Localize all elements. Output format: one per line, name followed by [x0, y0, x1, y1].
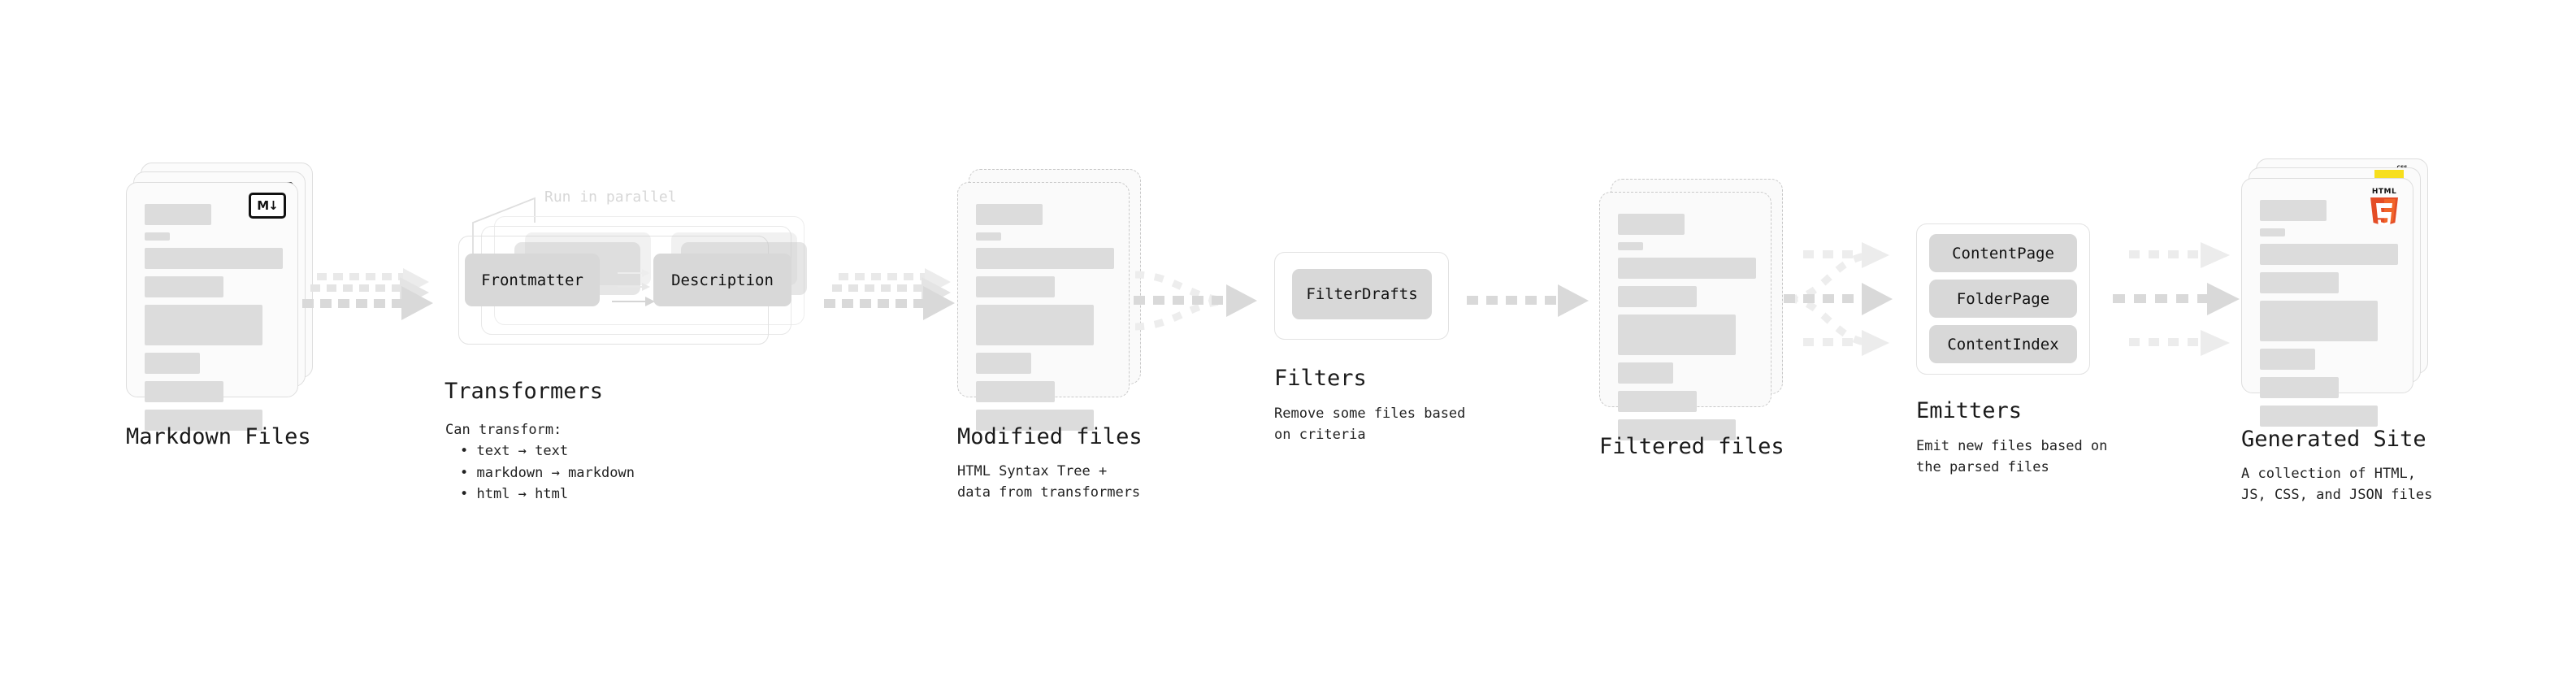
stage-generated-site: CSS HTML	[2241, 158, 2432, 503]
skeleton-bar	[1618, 258, 1756, 279]
skeleton-bar	[1618, 362, 1673, 384]
document-skeleton	[1618, 214, 1756, 440]
skeleton-bar	[145, 276, 223, 297]
transformers-box-stack: Run in parallel Front	[445, 189, 827, 348]
skeleton-bar	[976, 276, 1055, 297]
skeleton-bar	[145, 353, 200, 374]
emitter-pill-contentindex[interactable]: ContentIndex	[1929, 325, 2077, 363]
transformers-bullet: markdown → markdown	[460, 462, 634, 484]
skeleton-bar	[1618, 314, 1736, 355]
skeleton-bar	[145, 410, 262, 431]
parallel-label: Run in parallel	[544, 189, 677, 206]
skeleton-bar	[145, 248, 283, 269]
filters-description: Remove some files based on criteria	[1274, 406, 1466, 443]
conn-emitters-site	[2113, 242, 2240, 356]
markdown-icon: M↓	[249, 193, 286, 219]
document-skeleton	[145, 204, 283, 431]
skeleton-bar	[2260, 349, 2315, 370]
transformers-bullet: text → text	[460, 440, 635, 462]
html5-icon: HTML	[2370, 188, 2398, 227]
skeleton-bar	[2260, 244, 2398, 265]
stage-title-modified-files: Modified files	[957, 424, 1143, 449]
filtered-card-front	[1599, 192, 1772, 440]
stage-modified-files: Modified files HTML Syntax Tree + data f…	[957, 163, 1143, 501]
skeleton-bar	[976, 381, 1055, 402]
stage-emitters: ContentPage FolderPage ContentIndex Emit…	[1916, 223, 2107, 475]
conn-filtered-emitters	[1784, 242, 1893, 356]
skeleton-bar	[145, 305, 262, 345]
svg-text:HTML: HTML	[2372, 188, 2396, 196]
site-card-front: HTML	[2241, 178, 2413, 427]
skeleton-bar	[1618, 286, 1697, 307]
skeleton-bar	[2260, 228, 2285, 236]
skeleton-bar	[145, 232, 170, 241]
site-card-stack: CSS HTML	[2241, 158, 2428, 427]
transformers-intro: Can transform:	[445, 422, 562, 438]
stage-markdown-files: M↓ M↓ M↓	[126, 163, 313, 449]
skeleton-bar	[976, 232, 1001, 241]
stage-title-transformers: Transformers	[445, 379, 604, 404]
stage-title-markdown-files: Markdown Files	[126, 424, 311, 449]
modified-card-front	[957, 182, 1130, 431]
stage-title-emitters: Emitters	[1916, 398, 2023, 423]
stage-title-generated-site: Generated Site	[2241, 427, 2426, 452]
skeleton-bar	[1618, 242, 1643, 250]
document-skeleton	[976, 204, 1114, 431]
conn-transformers-modified	[824, 268, 955, 320]
transformer-pill-description[interactable]: Description	[653, 254, 791, 306]
skeleton-bar	[976, 248, 1114, 269]
emitters-box: ContentPage FolderPage ContentIndex	[1916, 223, 2090, 375]
conn-markdown-transformers	[302, 268, 433, 320]
skeleton-bar	[1618, 419, 1736, 440]
stage-filters: FilterDrafts Filters Remove some files b…	[1274, 252, 1465, 443]
skeleton-bar	[2260, 301, 2378, 341]
markdown-card-stack: M↓ M↓ M↓	[126, 163, 313, 431]
skeleton-bar	[976, 353, 1031, 374]
skeleton-bar	[2260, 406, 2378, 427]
skeleton-bar	[145, 204, 211, 225]
conn-filters-filtered	[1467, 284, 1589, 317]
skeleton-bar	[976, 305, 1094, 345]
filtered-card-stack	[1599, 172, 1783, 440]
stage-transformers: Run in parallel Front	[445, 189, 827, 502]
skeleton-bar	[1618, 391, 1697, 412]
transformers-description: Can transform: text → text markdown → ma…	[445, 419, 635, 505]
emitter-pill-folderpage[interactable]: FolderPage	[1929, 280, 2077, 318]
skeleton-bar	[2260, 200, 2327, 221]
filter-pill-filterdrafts[interactable]: FilterDrafts	[1292, 269, 1432, 319]
stage-filtered-files: Filtered files	[1599, 172, 1785, 459]
transformer-pill-frontmatter[interactable]: Frontmatter	[465, 254, 600, 306]
filters-box: FilterDrafts	[1274, 252, 1449, 340]
modified-card-stack	[957, 163, 1141, 431]
skeleton-bar	[1618, 214, 1685, 235]
transformers-bullet: html → html	[460, 484, 635, 505]
modified-files-description: HTML Syntax Tree + data from transformer…	[957, 463, 1141, 501]
transformers-bullet-list: text → text markdown → markdown html → h…	[445, 440, 635, 505]
generated-site-description: A collection of HTML, JS, CSS, and JSON …	[2241, 466, 2433, 503]
markdown-card-front: M↓	[126, 182, 298, 431]
skeleton-bar	[976, 410, 1094, 431]
stage-title-filtered-files: Filtered files	[1599, 434, 1785, 459]
skeleton-bar	[2260, 272, 2339, 293]
skeleton-bar	[145, 381, 223, 402]
skeleton-bar	[2260, 377, 2339, 398]
stage-title-filters: Filters	[1274, 366, 1367, 391]
document-skeleton	[2260, 200, 2398, 427]
emitter-pill-contentpage[interactable]: ContentPage	[1929, 234, 2077, 272]
skeleton-bar	[976, 204, 1043, 225]
emitters-description: Emit new files based on the parsed files	[1916, 438, 2108, 475]
conn-modified-filters	[1134, 271, 1257, 331]
